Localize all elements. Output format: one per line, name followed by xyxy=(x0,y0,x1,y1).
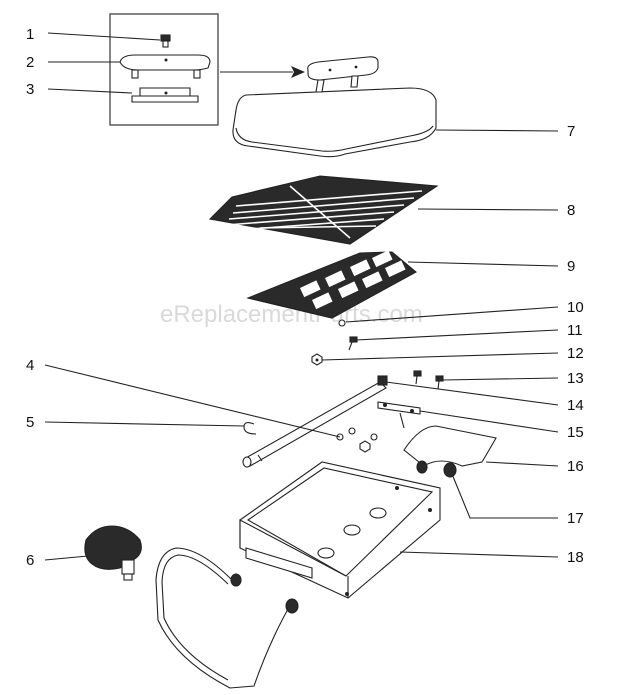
inset-arrow xyxy=(220,66,305,78)
part-1-screw xyxy=(160,34,171,48)
callout-7: 7 xyxy=(567,123,575,140)
callout-labels: 1 2 3 4 5 6 7 8 9 10 11 12 13 14 15 16 1… xyxy=(26,26,584,569)
callout-15: 15 xyxy=(567,424,584,441)
part-6-control-knob xyxy=(84,525,142,581)
part-8-cooking-grate xyxy=(208,175,439,245)
part-2-handle xyxy=(119,54,211,79)
part-7-lid xyxy=(232,56,437,158)
part-12-nut xyxy=(311,353,323,366)
stand-frame xyxy=(155,547,299,689)
callout-14: 14 xyxy=(567,397,584,414)
burner-hardware xyxy=(336,427,378,453)
callout-11: 11 xyxy=(567,322,583,339)
callout-17: 17 xyxy=(567,510,584,527)
callout-8: 8 xyxy=(567,202,575,219)
callout-16: 16 xyxy=(567,458,584,475)
callout-18: 18 xyxy=(567,549,584,566)
callout-12: 12 xyxy=(567,345,584,362)
callout-4: 4 xyxy=(26,357,34,374)
part-10-washer xyxy=(338,319,346,327)
part-13-screws xyxy=(413,370,444,390)
part-5-clip xyxy=(243,421,257,435)
leader-lines xyxy=(44,32,559,561)
callout-9: 9 xyxy=(567,258,575,275)
part-15-bracket xyxy=(377,401,421,429)
callout-3: 3 xyxy=(26,81,34,98)
callout-1: 1 xyxy=(26,26,34,43)
handle-detail-inset xyxy=(109,13,219,126)
part-3-bracket xyxy=(131,87,199,103)
callout-6: 6 xyxy=(26,552,34,569)
callout-5: 5 xyxy=(26,414,34,431)
part-18-firebox xyxy=(239,461,441,599)
callout-10: 10 xyxy=(567,299,584,316)
part-11-bolt xyxy=(348,336,358,351)
part-9-heat-tent xyxy=(246,250,417,319)
callout-13: 13 xyxy=(567,370,584,387)
part-4-burner-tube xyxy=(242,375,388,468)
callout-2: 2 xyxy=(26,54,34,71)
part-16-heat-shield xyxy=(403,425,497,467)
part-17-grommets xyxy=(416,460,457,478)
